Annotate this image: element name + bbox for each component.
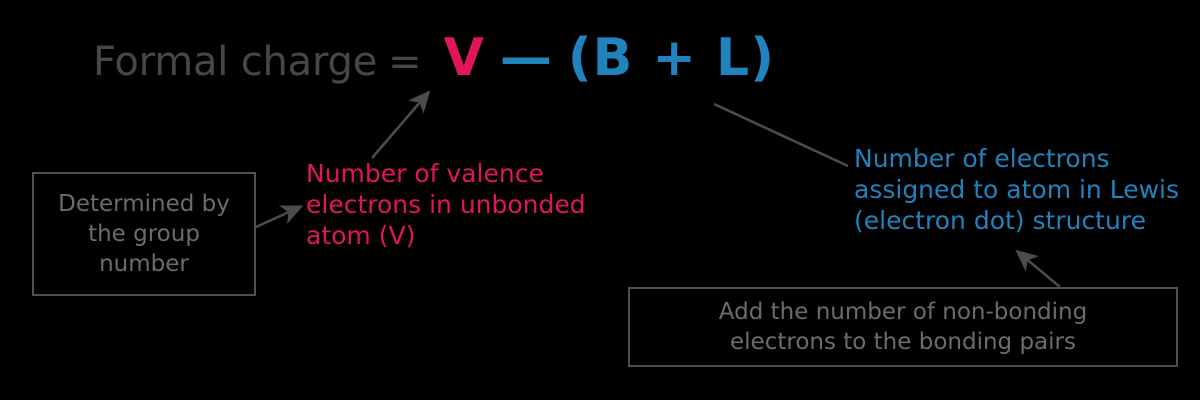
formula-valence-term: V — [443, 28, 484, 88]
arrow-nonbonding-note-to-assigned — [1015, 249, 1061, 288]
line-paren-to-assigned — [713, 102, 849, 168]
annotation-assigned-electrons: Number of electrons assigned to atom in … — [854, 144, 1180, 235]
annotation-valence-electrons: Number of valence electrons in unbonded … — [306, 159, 586, 250]
formula-equals-sign: = — [388, 39, 422, 85]
formal-charge-formula: Formal charge = V — (B + L) — [93, 28, 775, 88]
note-box-non-bonding: Add the number of non-bonding electrons … — [628, 287, 1178, 367]
formula-minus-sign: — — [499, 28, 552, 88]
arrow-group-note-to-valence — [255, 205, 304, 229]
formula-assigned-term: (B + L) — [567, 28, 775, 88]
arrow-valence-to-v — [371, 90, 431, 159]
note-box-group-number: Determined by the group number — [32, 172, 256, 296]
formula-lead-label: Formal charge — [93, 39, 378, 85]
